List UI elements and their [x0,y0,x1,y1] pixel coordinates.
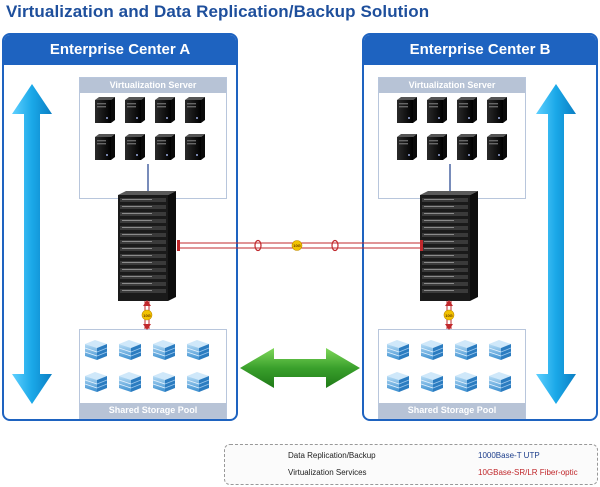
center-b-storage-label: Shared Storage Pool [379,403,525,418]
center-a-core-switch [118,191,176,301]
center-b-title: Enterprise Center B [364,35,596,65]
center-b-storage-fiber-link [443,300,455,330]
center-b-server-label: Virtualization Server [379,78,525,93]
center-a-link-badge: 10G [143,313,151,318]
center-b-storage-group [386,339,512,393]
legend-box [224,444,598,485]
center-a-title: Enterprise Center A [4,35,236,65]
inter-site-fiber-link [177,239,423,252]
page-title: Virtualization and Data Replication/Back… [6,2,430,21]
center-b-core-switch [420,191,478,301]
center-b-server-group [397,97,507,160]
center-a-virtualization-arrow [12,84,52,404]
center-a-storage-group [84,339,210,393]
legend-replication-label: Data Replication/Backup [288,451,376,460]
legend-virtualization-label: Virtualization Services [288,468,367,477]
center-a-server-group [95,97,205,160]
legend-fiber-label: 10GBase-SR/LR Fiber-optic [478,468,578,477]
center-a-server-label: Virtualization Server [80,78,226,93]
center-a-storage-fiber-link [141,300,153,330]
center-b-link-badge: 10G [445,313,453,318]
legend-utp-label: 1000Base-T UTP [478,451,540,460]
center-a-storage-label: Shared Storage Pool [80,403,226,418]
replication-arrow [240,348,360,388]
center-b-virtualization-arrow [536,84,576,404]
inter-site-link-badge: 10G [293,243,301,248]
